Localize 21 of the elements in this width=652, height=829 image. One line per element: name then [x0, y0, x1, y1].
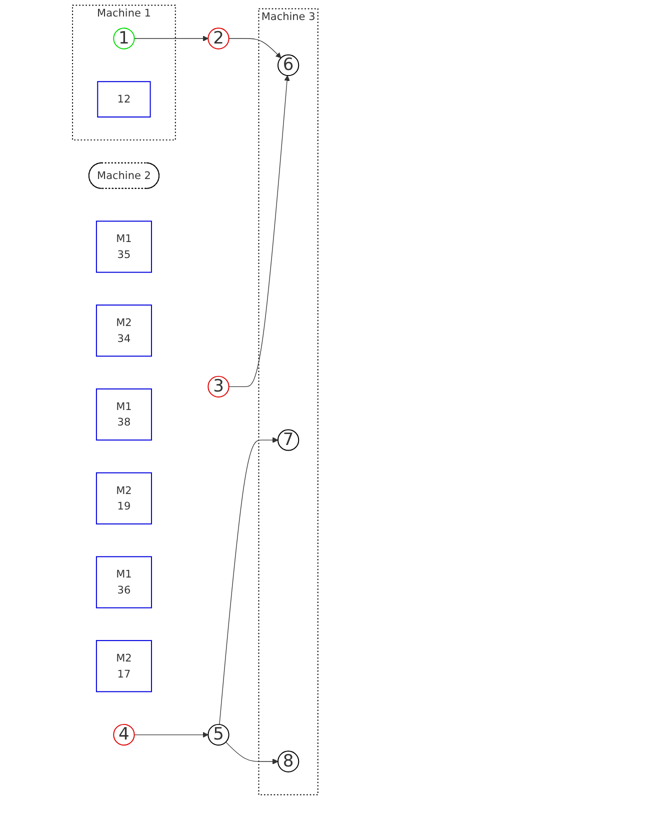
node-circle: 6: [277, 54, 300, 76]
node-box: M1 35: [96, 220, 152, 273]
node-box: 12: [97, 81, 151, 118]
node-box: M2 19: [96, 472, 152, 524]
arrow: [225, 742, 278, 764]
arrow: [219, 437, 278, 725]
node-circle: 5: [208, 724, 230, 746]
arrow: [228, 75, 290, 387]
arrow: [134, 732, 208, 738]
node-circle: 2: [208, 28, 230, 50]
node-circle: 3: [208, 376, 230, 398]
node-circle: 4: [113, 724, 135, 746]
node-box: M1 38: [96, 388, 152, 441]
node-circle: 1: [113, 28, 135, 50]
arrow: [134, 36, 208, 42]
node-box: M1 36: [96, 556, 152, 608]
node-box: M2 34: [96, 304, 152, 357]
node-box: M2 17: [96, 640, 152, 692]
node-circle: 7: [277, 429, 300, 451]
node-circle: 8: [277, 750, 300, 772]
arrow: [228, 38, 282, 58]
